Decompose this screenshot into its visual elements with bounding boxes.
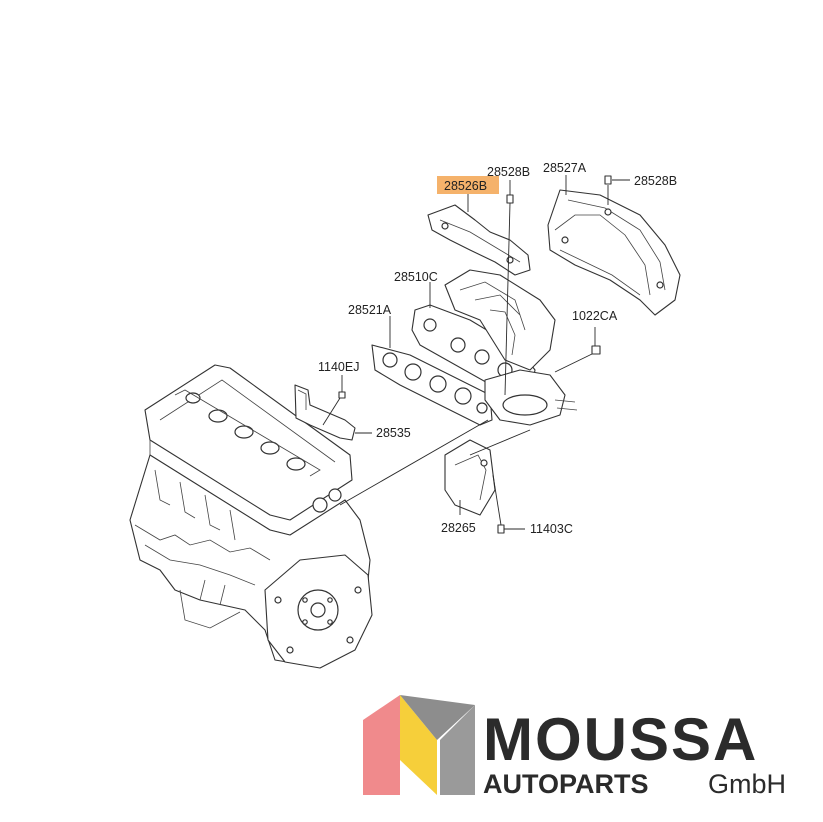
label-28528B-top[interactable]: 28528B (487, 165, 530, 179)
label-28521A[interactable]: 28521A (348, 303, 392, 317)
exhaust-manifold (411, 269, 578, 426)
logo-name: MOUSSA (483, 706, 758, 773)
moussa-logo: MOUSSA AUTOPARTS GmbH (363, 695, 786, 799)
label-28527A[interactable]: 28527A (543, 161, 587, 175)
heat-shield-small (427, 204, 531, 276)
leader-lines (322, 175, 630, 530)
label-28526B[interactable]: 28526B (444, 179, 487, 193)
label-28265[interactable]: 28265 (441, 521, 476, 535)
label-28510C[interactable]: 28510C (394, 270, 438, 284)
label-28535[interactable]: 28535 (376, 426, 411, 440)
label-28528B-right[interactable]: 28528B (634, 174, 677, 188)
bracket-28265 (444, 439, 496, 516)
manifold-gasket (371, 344, 493, 426)
logo-suffix: GmbH (708, 769, 786, 799)
highlight-28526B (437, 176, 499, 194)
logo-sub: AUTOPARTS (483, 769, 649, 799)
label-11403C[interactable]: 11403C (530, 522, 573, 536)
engine-block (129, 364, 373, 669)
label-1022CA[interactable]: 1022CA (572, 309, 618, 323)
logo-m-mark-pink (363, 695, 400, 795)
logo-m-mark-gray-right (440, 705, 475, 795)
logo-m-mark-yellow (400, 695, 437, 795)
bolts (338, 175, 612, 534)
label-1140EJ[interactable]: 1140EJ (318, 360, 359, 374)
bracket-28535 (294, 384, 356, 441)
part-labels: 28526B 28528B 28527A 28528B 28510C 28521… (318, 161, 677, 536)
heat-shield-large (547, 189, 681, 316)
